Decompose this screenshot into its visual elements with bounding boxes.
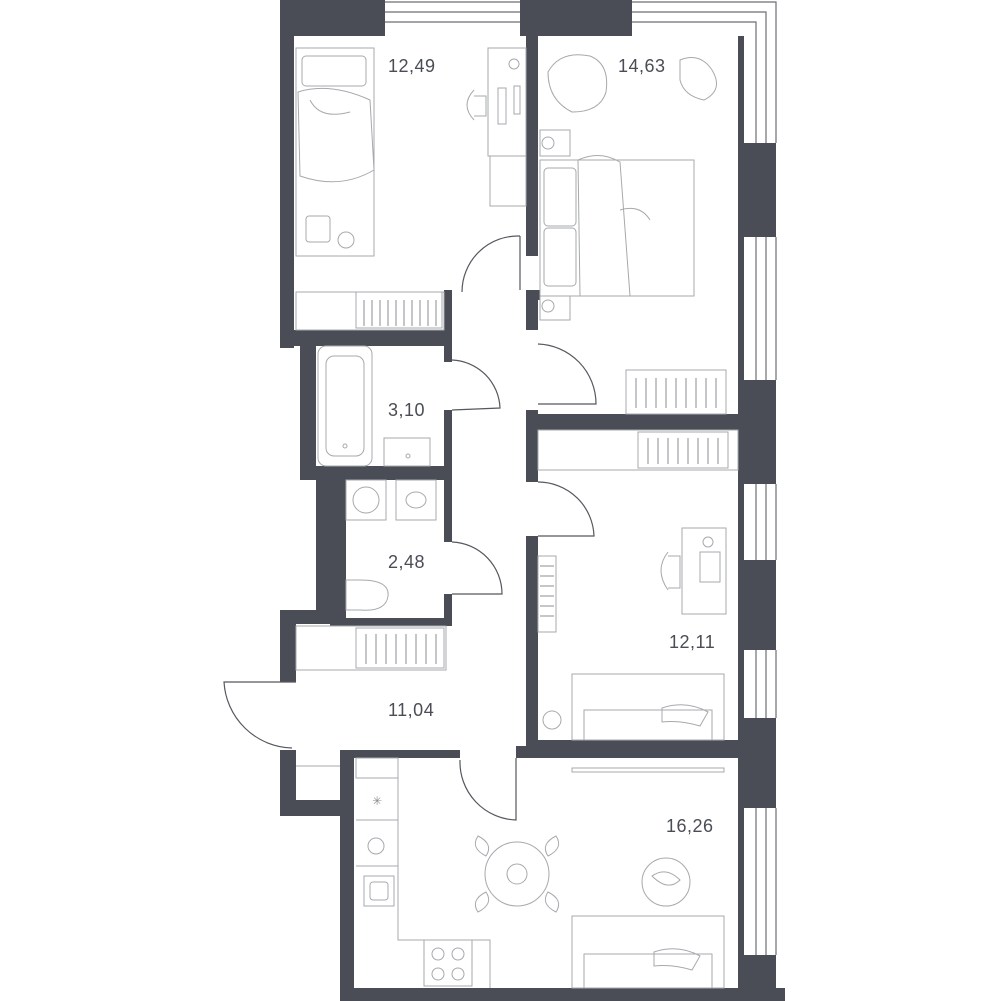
washing-machine-icon xyxy=(345,479,387,521)
sink-icon xyxy=(395,479,437,521)
bedroom-1-area-label: 12,49 xyxy=(388,56,436,76)
kettle-icon xyxy=(367,837,385,855)
sofa-icon xyxy=(571,915,725,989)
bathroom-area-label: 3,10 xyxy=(388,400,425,420)
dining-table-icon xyxy=(484,841,550,907)
windows xyxy=(385,1,777,955)
doors xyxy=(223,235,597,821)
hallway-area-label: 11,04 xyxy=(388,700,434,720)
room-labels: 12,49 14,63 3,10 2,48 12,11 11,04 16,26 xyxy=(388,56,715,836)
dog-icon xyxy=(619,207,651,221)
stove-icon xyxy=(423,939,473,987)
bedroom-3-furniture xyxy=(537,429,739,741)
bathtub-icon xyxy=(317,345,373,467)
plant-icon xyxy=(679,57,717,101)
toilet-area-label: 2,48 xyxy=(388,552,425,572)
walls xyxy=(280,0,785,1001)
armchair-icon xyxy=(547,54,608,113)
bedroom-1-furniture xyxy=(295,47,527,331)
sink-icon xyxy=(383,437,431,467)
kitchen-living-area-label: 16,26 xyxy=(666,816,714,836)
sink-icon xyxy=(363,875,395,907)
bedroom-2-furniture xyxy=(539,54,727,415)
bedroom-3-area-label: 12,11 xyxy=(669,632,715,652)
toilet-icon xyxy=(345,579,389,611)
sofa-icon xyxy=(571,673,725,741)
coffee-table-icon xyxy=(641,857,691,907)
lamp-icon xyxy=(508,58,520,70)
bathroom-furniture xyxy=(317,345,431,467)
kitchen-living-furniture: ✳ xyxy=(355,757,725,989)
desk-icon xyxy=(681,527,727,615)
tv-icon xyxy=(571,767,725,773)
toy-icon xyxy=(305,215,331,243)
wc-furniture xyxy=(345,479,437,611)
hallway-furniture xyxy=(295,625,447,767)
bedroom-2-area-label: 14,63 xyxy=(618,56,666,76)
fridge-icon: ✳ xyxy=(372,794,383,808)
ball-icon xyxy=(337,231,355,249)
